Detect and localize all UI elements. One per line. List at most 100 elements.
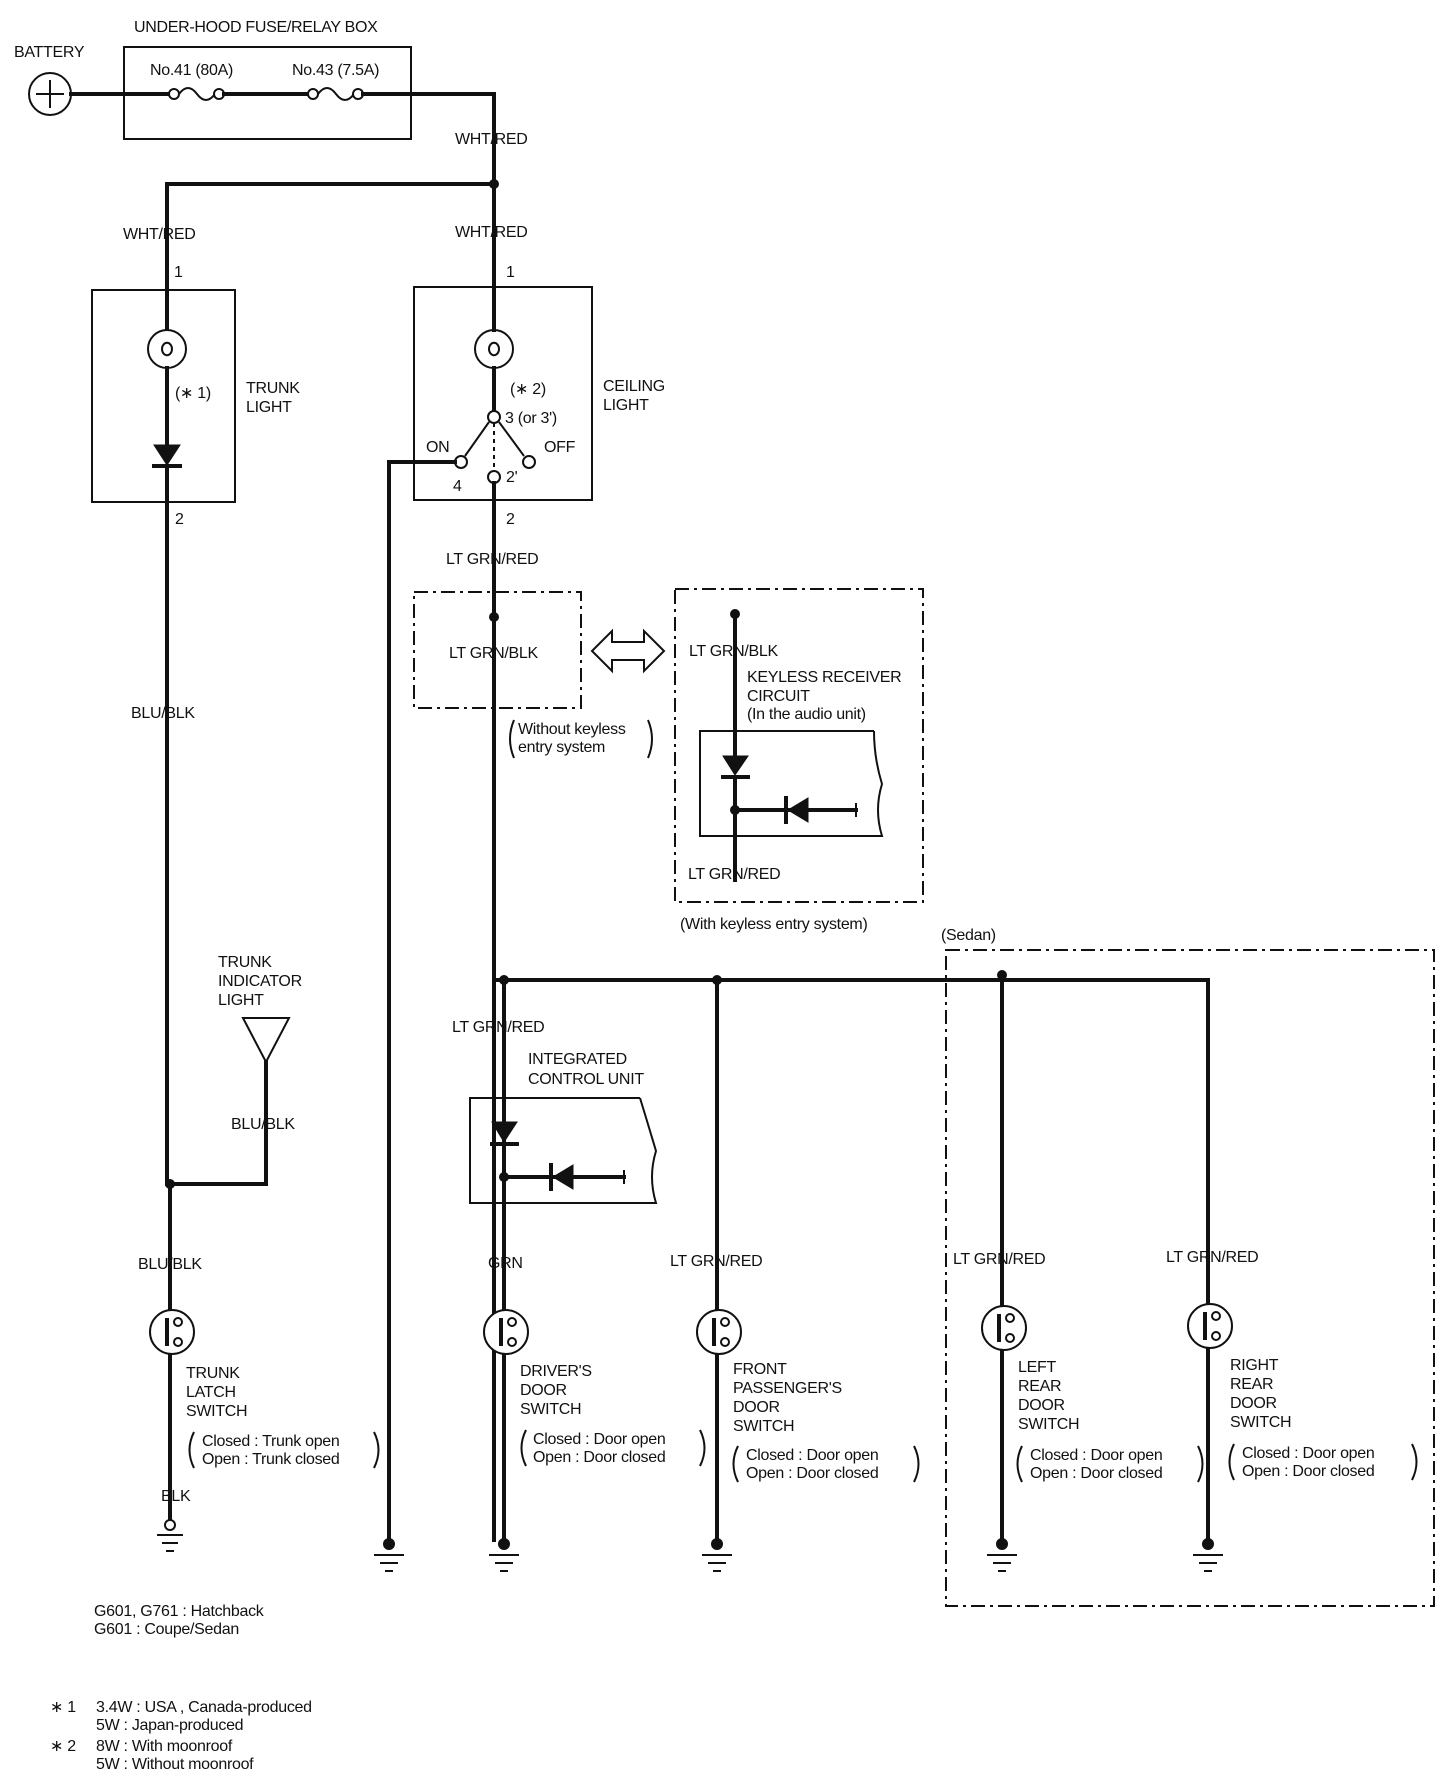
wire-label-lt-grn-blk: LT GRN/BLK bbox=[449, 645, 539, 662]
sedan-label: (Sedan) bbox=[941, 927, 996, 944]
ceiling-light-label: CEILING bbox=[603, 378, 665, 395]
left-rear-door-switch-icon bbox=[981, 1305, 1027, 1351]
right-rear-door-switch-label: RIGHT bbox=[1230, 1357, 1279, 1374]
trunk-indicator-label: LIGHT bbox=[218, 992, 264, 1009]
ceiling-bulb-icon bbox=[474, 329, 514, 369]
ceiling-light-label: LIGHT bbox=[603, 397, 649, 414]
without-keyless-label: entry system bbox=[518, 739, 605, 756]
front-passenger-door-state: Closed : Door open bbox=[746, 1447, 878, 1464]
icu-box bbox=[469, 1097, 658, 1204]
footnote-text: 3.4W : USA , Canada-produced bbox=[96, 1699, 312, 1716]
ground-icon bbox=[987, 1538, 1017, 1572]
trunk-bulb-icon bbox=[147, 329, 187, 369]
wire-label-wht-red: WHT/RED bbox=[455, 131, 528, 148]
icu-label: CONTROL UNIT bbox=[528, 1071, 644, 1088]
footnote-text: 8W : With moonroof bbox=[96, 1738, 233, 1755]
front-passenger-door-switch-label: FRONT bbox=[733, 1361, 787, 1378]
left-rear-door-state: Closed : Door open bbox=[1030, 1447, 1162, 1464]
drivers-door-switch-label: SWITCH bbox=[520, 1401, 581, 1418]
junction-dot bbox=[489, 179, 499, 189]
without-keyless-label: Without keyless bbox=[518, 721, 626, 738]
trunk-indicator-icon bbox=[241, 1017, 291, 1065]
trunk-latch-switch-label: LATCH bbox=[186, 1384, 236, 1401]
with-keyless-box bbox=[674, 588, 924, 903]
icu-diode-icon bbox=[549, 1163, 574, 1191]
keyless-diode-icon bbox=[721, 755, 750, 779]
pin-label: 1 bbox=[506, 264, 515, 281]
without-keyless-box bbox=[413, 591, 582, 709]
drivers-door-state: Open : Door closed bbox=[533, 1449, 665, 1466]
keyless-receiver-label: KEYLESS RECEIVER bbox=[747, 669, 901, 686]
drivers-door-switch-icon bbox=[483, 1309, 529, 1355]
keyless-receiver-label: (In the audio unit) bbox=[747, 706, 866, 723]
wire-label-lt-grn-red: LT GRN/RED bbox=[670, 1253, 762, 1270]
battery-symbol bbox=[28, 72, 72, 116]
trunk-indicator-label: TRUNK bbox=[218, 954, 272, 971]
ground-icon bbox=[157, 1519, 183, 1552]
drivers-door-switch-label: DRIVER'S bbox=[520, 1363, 592, 1380]
trunk-light-diode-icon bbox=[152, 444, 182, 468]
front-passenger-door-switch-label: PASSENGER'S bbox=[733, 1380, 842, 1397]
trunk-light-label: LIGHT bbox=[246, 399, 292, 416]
trunk-latch-state: Closed : Trunk open bbox=[202, 1433, 340, 1450]
trunk-indicator-label: INDICATOR bbox=[218, 973, 302, 990]
ground-icon bbox=[702, 1538, 732, 1572]
fuse-43-label: No.43 (7.5A) bbox=[292, 62, 379, 79]
footnote-text: 5W : Japan-produced bbox=[96, 1717, 243, 1734]
ceiling-light-box bbox=[413, 286, 593, 501]
wire-label-grn: GRN bbox=[488, 1255, 523, 1272]
footnote-text: 5W : Without moonroof bbox=[96, 1756, 254, 1773]
wire-label-lt-grn-blk: LT GRN/BLK bbox=[689, 643, 779, 660]
right-rear-door-switch-label: SWITCH bbox=[1230, 1414, 1291, 1431]
battery-label: BATTERY bbox=[14, 44, 85, 61]
right-rear-door-state: Closed : Door open bbox=[1242, 1445, 1374, 1462]
wire-label-lt-grn-red: LT GRN/RED bbox=[1166, 1249, 1258, 1266]
wire-label-blu-blk: BLU/BLK bbox=[138, 1256, 202, 1273]
footnote-mark: ∗ 2 bbox=[50, 1738, 76, 1755]
junction-dot bbox=[997, 970, 1007, 980]
pin-label: 4 bbox=[453, 478, 462, 495]
trunk-light-note: (∗ 1) bbox=[175, 385, 211, 402]
front-passenger-door-switch-icon bbox=[696, 1309, 742, 1355]
right-rear-door-state: Open : Door closed bbox=[1242, 1463, 1374, 1480]
ground-note: G601, G761 : Hatchback bbox=[94, 1603, 265, 1620]
wire-label-blu-blk: BLU/BLK bbox=[231, 1116, 295, 1133]
keyless-diode-icon bbox=[784, 796, 809, 824]
left-rear-door-switch-label: SWITCH bbox=[1018, 1416, 1079, 1433]
switch-off-label: OFF bbox=[544, 439, 576, 456]
fuse-41-label: No.41 (80A) bbox=[150, 62, 233, 79]
double-arrow-icon bbox=[590, 628, 666, 674]
ground-note: G601 : Coupe/Sedan bbox=[94, 1621, 239, 1638]
with-keyless-label: (With keyless entry system) bbox=[680, 916, 868, 933]
ground-icon bbox=[489, 1538, 519, 1572]
fuse-box-label: UNDER-HOOD FUSE/RELAY BOX bbox=[134, 19, 378, 36]
left-rear-door-switch-label: REAR bbox=[1018, 1378, 1061, 1395]
wire-label-blk: BLK bbox=[161, 1488, 191, 1505]
pin-label: 2 bbox=[506, 511, 515, 528]
wire-label-lt-grn-red: LT GRN/RED bbox=[688, 866, 780, 883]
trunk-latch-state: Open : Trunk closed bbox=[202, 1451, 340, 1468]
left-rear-door-state: Open : Door closed bbox=[1030, 1465, 1162, 1482]
switch-on-label: ON bbox=[426, 439, 449, 456]
drivers-door-state: Closed : Door open bbox=[533, 1431, 665, 1448]
icu-label: INTEGRATED bbox=[528, 1051, 627, 1068]
icu-diode-icon bbox=[490, 1121, 519, 1146]
junction-dot bbox=[489, 612, 499, 622]
right-rear-door-switch-icon bbox=[1187, 1303, 1233, 1349]
trunk-light-box bbox=[91, 289, 236, 503]
wire-label-wht-red: WHT/RED bbox=[123, 226, 196, 243]
front-passenger-door-switch-label: DOOR bbox=[733, 1399, 780, 1416]
right-rear-door-switch-label: REAR bbox=[1230, 1376, 1273, 1393]
pin-label: 3 (or 3') bbox=[505, 410, 557, 427]
right-rear-door-switch-label: DOOR bbox=[1230, 1395, 1277, 1412]
pin-label: 2' bbox=[506, 469, 518, 486]
trunk-latch-switch-label: SWITCH bbox=[186, 1403, 247, 1420]
keyless-receiver-box bbox=[699, 730, 884, 837]
front-passenger-door-switch-label: SWITCH bbox=[733, 1418, 794, 1435]
footnote-mark: ∗ 1 bbox=[50, 1699, 76, 1716]
main-wires bbox=[69, 87, 496, 332]
left-rear-door-switch-label: DOOR bbox=[1018, 1397, 1065, 1414]
ceiling-light-note: (∗ 2) bbox=[510, 381, 546, 398]
wire-label-wht-red: WHT/RED bbox=[455, 224, 528, 241]
